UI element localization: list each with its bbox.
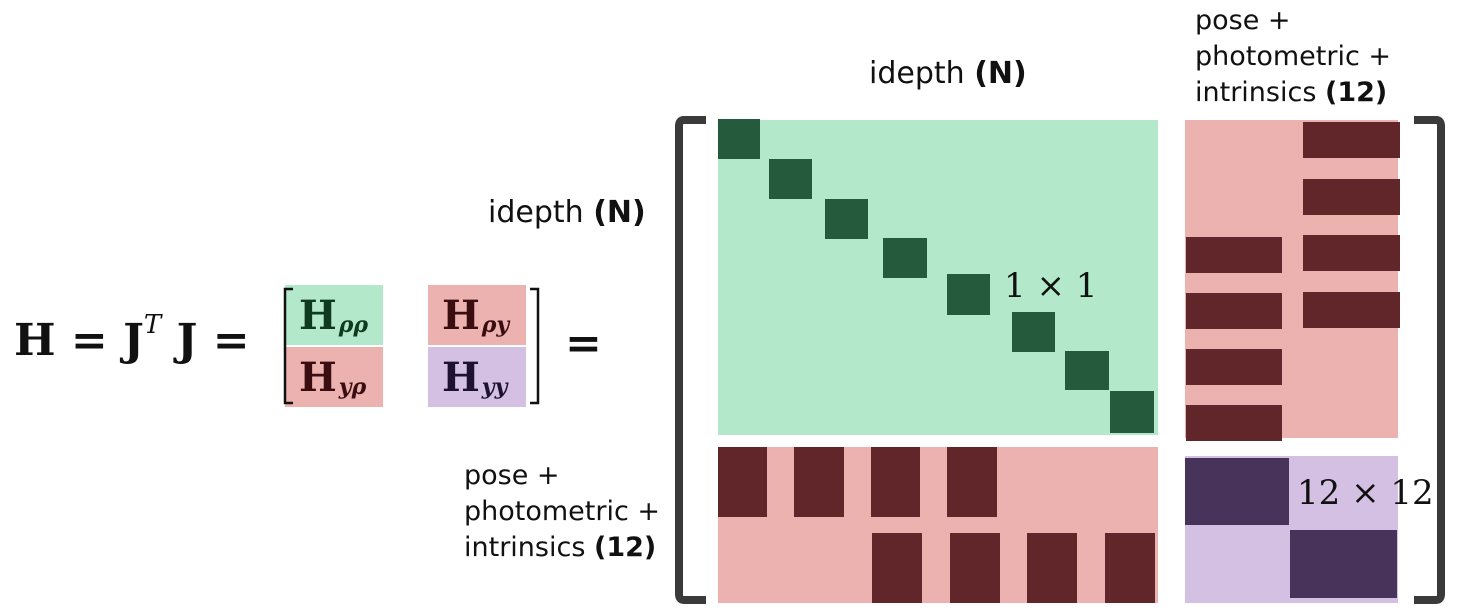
equation-lhs: H = J xyxy=(14,315,144,366)
pose-entry xyxy=(1105,533,1155,603)
row-label-idepth: idepth (N) xyxy=(488,195,646,230)
diag-block xyxy=(718,119,760,159)
pose-entry xyxy=(1186,349,1282,385)
pose-entry xyxy=(1186,405,1282,441)
pose-entry xyxy=(871,447,920,517)
pose-entry xyxy=(950,533,1000,603)
diag-block-size-label: 1 × 1 xyxy=(1004,266,1098,306)
pose-pose-entry xyxy=(1290,530,1397,598)
large-matrix-right-bracket xyxy=(1414,116,1445,604)
pose-entry xyxy=(872,533,922,603)
diag-block xyxy=(769,159,812,199)
hessian-equation: H = JT J = xyxy=(14,310,250,366)
small-matrix-right-bracket xyxy=(530,287,540,405)
pose-block-size-label: 12 × 12 xyxy=(1297,473,1434,513)
diag-block xyxy=(947,274,990,315)
idepth-pose-entries xyxy=(1186,122,1400,441)
block-pose-idepth xyxy=(718,447,1158,603)
pose-entry xyxy=(1303,122,1400,158)
row-label-pose: pose + photometric + intrinsics (12) xyxy=(464,460,661,563)
diag-block xyxy=(883,238,927,278)
block-idepth-pose xyxy=(1185,120,1398,438)
pose-entry xyxy=(794,447,844,517)
pose-entry xyxy=(1303,179,1400,215)
equation-transpose: T xyxy=(143,310,162,341)
diag-block xyxy=(825,199,868,239)
pose-entry xyxy=(1027,533,1077,603)
diag-block xyxy=(1065,351,1109,390)
diagonal-blocks xyxy=(718,119,1154,433)
column-label-pose: pose + photometric + intrinsics (12) xyxy=(1195,5,1392,108)
equation-rhs: J = xyxy=(176,315,250,366)
pose-entry xyxy=(947,447,997,517)
diag-block xyxy=(1012,312,1055,352)
pose-idepth-entries xyxy=(718,447,1155,603)
pose-entry xyxy=(718,447,767,517)
pose-entry xyxy=(1303,235,1400,271)
large-matrix-left-bracket xyxy=(675,116,706,604)
pose-entry xyxy=(1303,292,1400,328)
small-matrix-left-bracket xyxy=(283,287,293,405)
pose-entry xyxy=(1186,237,1282,273)
diag-block xyxy=(1110,391,1154,433)
pose-entry xyxy=(1186,293,1282,329)
trailing-equals: = xyxy=(565,318,602,369)
pose-pose-entry xyxy=(1185,458,1289,525)
column-label-idepth: idepth (N) xyxy=(869,56,1027,91)
